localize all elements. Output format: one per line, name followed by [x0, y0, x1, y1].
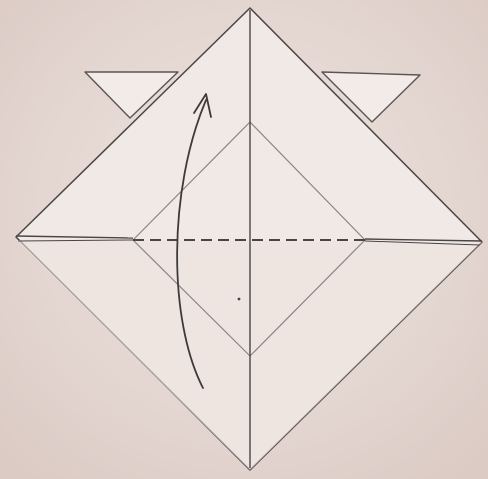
paper-speck [238, 298, 241, 301]
